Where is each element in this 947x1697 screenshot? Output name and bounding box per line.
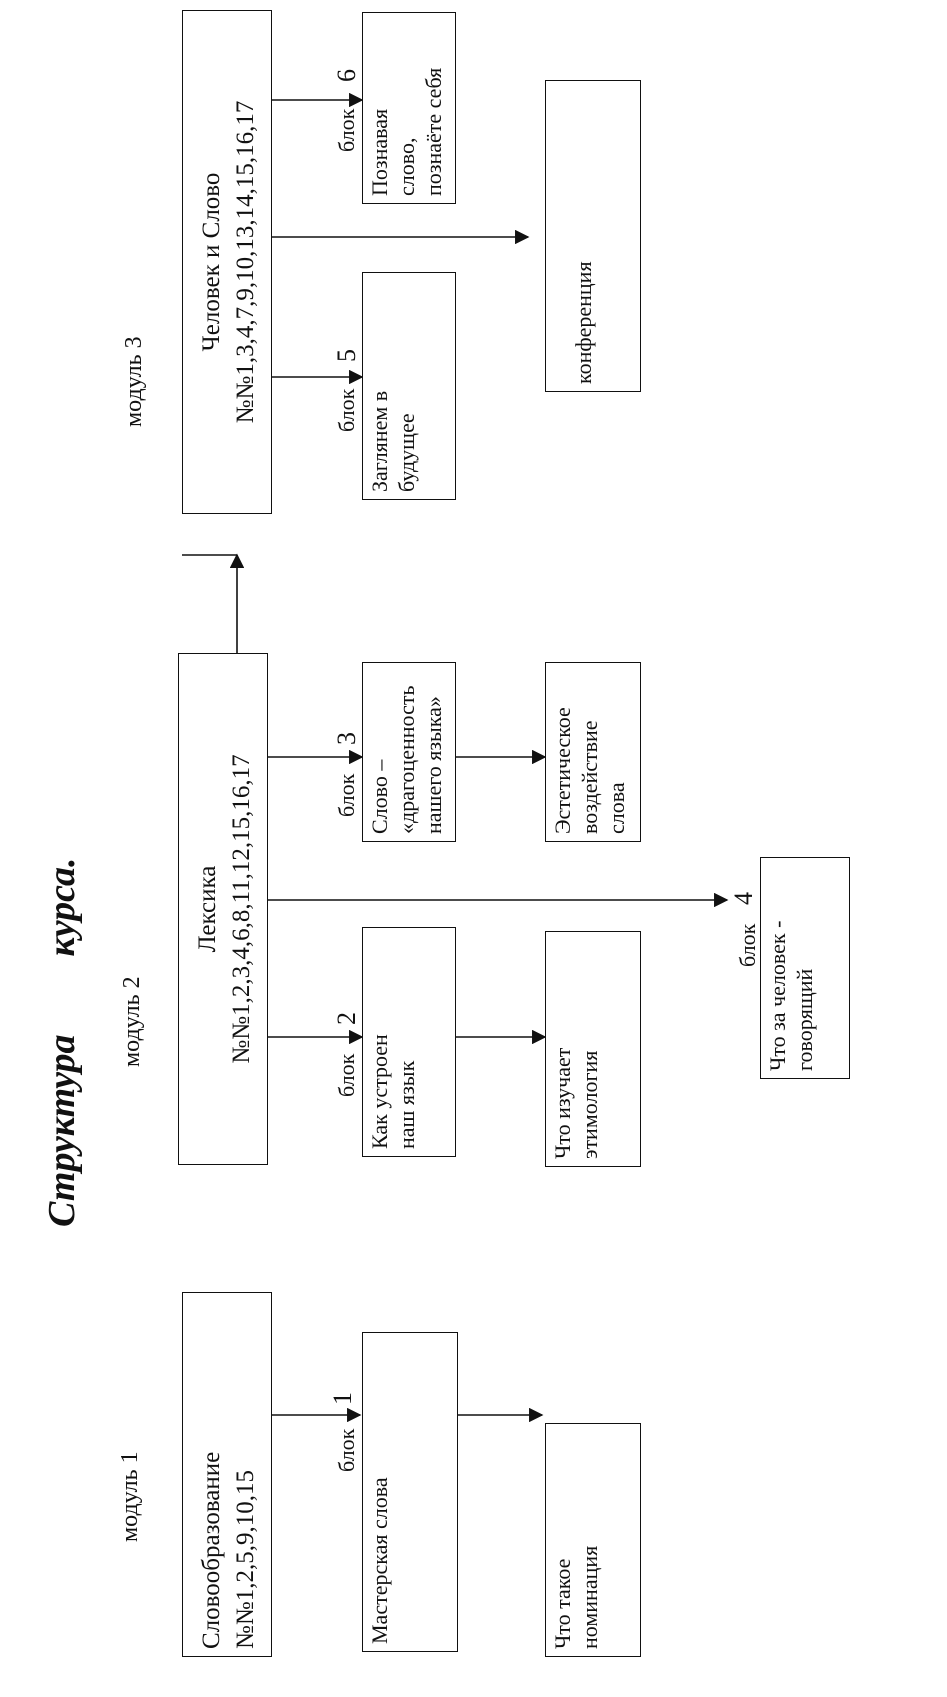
block-5-box: Заглянем в будущее [362, 272, 456, 500]
module-3-numbers: №№1,3,4,7,9,10,13,14,15,16,17 [232, 100, 259, 424]
block-4-box: Что за человек - говорящий [760, 857, 850, 1079]
block-4-number: 4 [729, 892, 758, 905]
block-6-number: 6 [332, 69, 361, 82]
block-1-box: Мастерская слова [362, 1332, 458, 1652]
block-6-word: блок [334, 108, 359, 152]
module-1-box: Словообразование №№1,2,5,9,10,15 [182, 1292, 272, 1657]
block-3-line-2: «драгоценность [394, 685, 419, 834]
block-5-label: блок 5 [332, 349, 361, 432]
module-2-box: Лексика №№1,2,3,4,6,8,11,12,15,16,17 [178, 653, 268, 1165]
block-5-line-1: Заглянем в [367, 390, 392, 492]
module-1-title: Словообразование [198, 1451, 225, 1649]
block-6-box: Познавая слово, познаёте себя [362, 12, 456, 204]
module-1-numbers: №№1,2,5,9,10,15 [232, 1470, 259, 1649]
block-4-label: блок 4 [729, 892, 761, 967]
topic-3-line-1: Эстетическое [550, 707, 575, 834]
block-6-label: блок 6 [332, 69, 361, 152]
topic-1-line-2: номинация [577, 1545, 602, 1649]
block-2-line-2: наш язык [394, 1060, 419, 1149]
topic-conference-box: конференция [545, 80, 641, 392]
block-5-line-2: будущее [394, 413, 419, 492]
block-6-line-3: познаёте себя [421, 67, 446, 196]
topic-nomination-box: Что такое номинация [545, 1423, 641, 1657]
block-5-number: 5 [332, 349, 361, 362]
module-2-title: Лексика [194, 865, 221, 953]
module-3-title: Человек и Слово [198, 172, 225, 352]
module-1-label: модуль 1 [117, 1451, 143, 1542]
block-3-line-3: нашего языка» [421, 696, 446, 834]
block-4-line-2: говорящий [792, 968, 817, 1071]
block-5-word: блок [334, 388, 359, 432]
block-1-number: 1 [328, 1392, 357, 1405]
module-3-box: Человек и Слово №№1,3,4,7,9,10,13,14,15,… [182, 10, 272, 514]
topic-2-line-1: Что изучает [550, 1047, 575, 1159]
title-word-1: Структура [41, 1034, 83, 1227]
module-2-label: модуль 2 [119, 976, 145, 1067]
topic-aesthetic-box: Эстетическое воздействие слова [545, 662, 641, 842]
block-1-word: блок [334, 1428, 359, 1472]
topic-1-line-1: Что такое [550, 1558, 575, 1649]
module-2-numbers: №№1,2,3,4,6,8,11,12,15,16,17 [228, 754, 255, 1064]
topic-2-line-2: этимология [577, 1050, 602, 1159]
module-3-label: модуль 3 [121, 336, 147, 427]
block-2-word: блок [334, 1053, 359, 1097]
block-3-word: блок [334, 773, 359, 817]
topic-3-line-2: воздействие [577, 720, 602, 834]
block-3-box: Слово – «драгоценность нашего языка» [362, 662, 456, 842]
block-1-line-1: Мастерская слова [367, 1477, 392, 1644]
block-4-word: блок [735, 923, 760, 967]
block-3-label: блок 3 [332, 732, 361, 817]
block-2-label: блок 2 [332, 1012, 361, 1097]
topic-4-line-1: конференция [571, 261, 596, 384]
block-2-box: Как устроен наш язык [362, 927, 456, 1157]
topic-etymology-box: Что изучает этимология [545, 931, 641, 1167]
block-2-number: 2 [332, 1012, 361, 1025]
block-4-line-1: Что за человек - [765, 920, 790, 1071]
block-3-line-1: Слово – [367, 759, 392, 834]
block-3-number: 3 [332, 732, 361, 745]
title-dot: . [41, 857, 83, 867]
title-word-2: курса [41, 866, 83, 957]
block-6-line-1: Познавая [367, 108, 392, 196]
topic-3-line-3: слова [604, 782, 629, 834]
block-1-label: блок 1 [328, 1392, 360, 1472]
block-6-line-2: слово, [394, 137, 419, 196]
diagram-title: Структура курса. [40, 857, 84, 1227]
block-2-line-1: Как устроен [367, 1034, 392, 1149]
